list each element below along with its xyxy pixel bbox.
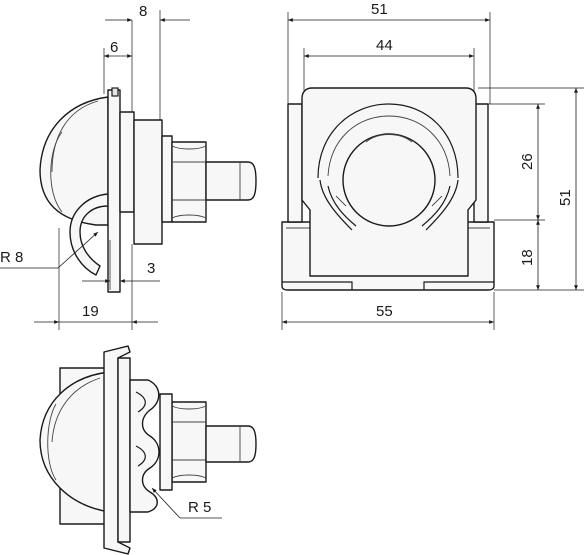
hook-clip <box>69 193 109 276</box>
bolt-shank <box>205 161 257 201</box>
dim-6-label: 6 <box>110 39 118 56</box>
dim-51-right-label: 51 <box>557 189 574 206</box>
conductor-circle <box>342 133 436 227</box>
variant-bolt-shank <box>205 425 257 463</box>
dim-44-label: 44 <box>376 37 393 54</box>
dome-rim <box>50 131 63 213</box>
dim-19-label: 19 <box>82 303 99 320</box>
dome-arc <box>317 103 459 179</box>
dim-r8-label: R 8 <box>0 249 23 266</box>
left-jaw <box>319 179 353 231</box>
dim-51-top-label: 51 <box>371 1 388 18</box>
dim-18-label: 18 <box>519 249 536 266</box>
variant-view: R 5 <box>39 345 257 555</box>
front-view: 51 44 26 18 51 55 <box>281 1 584 330</box>
dim-26-label: 26 <box>519 153 536 170</box>
variant-hex-nut <box>171 401 207 483</box>
left-side-plate <box>287 103 303 223</box>
dim-55-label: 55 <box>376 303 393 320</box>
side-view: 8 6 R 8 3 19 <box>0 3 257 330</box>
variant-saddle <box>129 379 160 513</box>
dim-3-label: 3 <box>147 260 155 277</box>
variant-dome-head <box>39 371 111 513</box>
saddle-block <box>119 111 135 213</box>
dim-8-label: 8 <box>139 3 147 20</box>
clamp-block <box>133 119 163 245</box>
hex-nut <box>171 141 207 223</box>
dim-r5-label: R 5 <box>188 499 211 516</box>
right-jaw <box>425 179 459 231</box>
